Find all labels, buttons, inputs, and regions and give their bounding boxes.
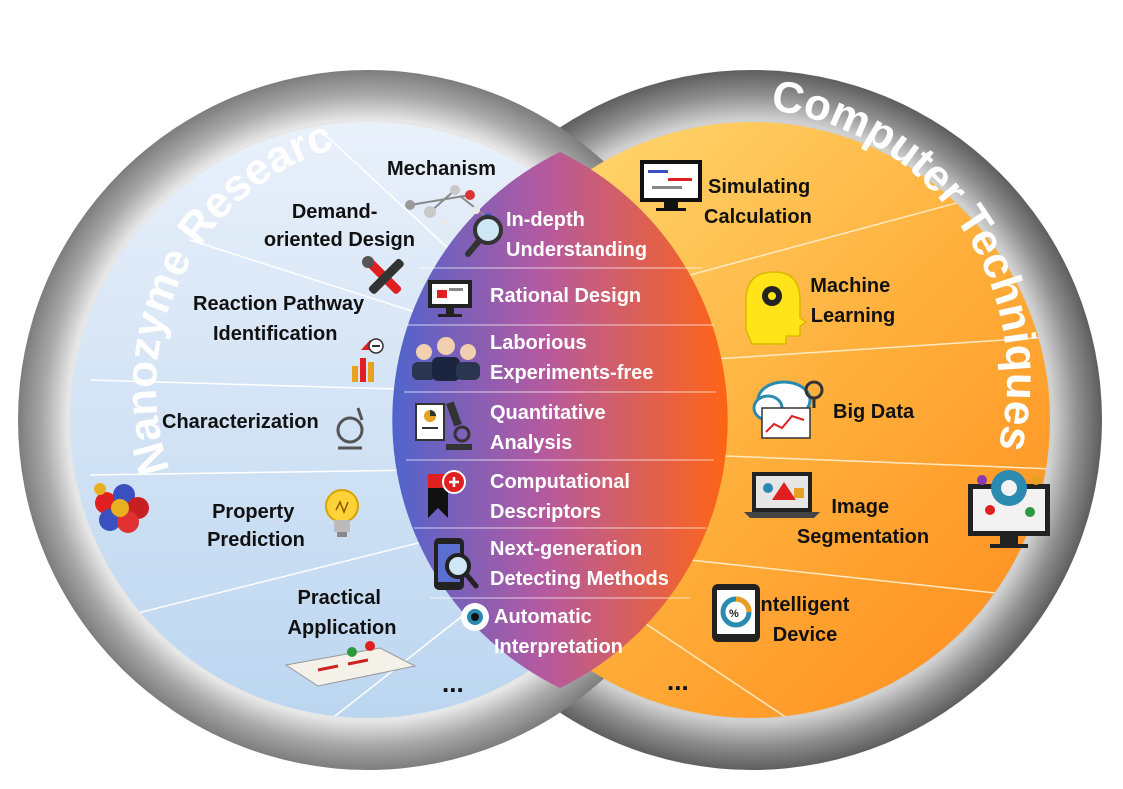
lightbulb-icon: [325, 489, 359, 537]
overlap-item-computational-descriptors: Computational Descriptors: [490, 471, 636, 523]
overlap-item-rational-design: Rational Design: [490, 285, 641, 307]
bookmark-plus-icon: [428, 470, 466, 518]
svg-text:%: %: [729, 608, 739, 620]
microscope-stage-icon: [336, 407, 364, 450]
head-gear-icon: [745, 271, 808, 345]
laptop-shapes-icon: [744, 472, 820, 518]
left-more-ellipsis: ...: [442, 668, 464, 698]
molecule-icon: [405, 185, 493, 226]
phone-magnifier-icon: [434, 538, 479, 590]
eye-icon: [461, 603, 489, 631]
cloud-data-icon: [752, 380, 824, 439]
monitor-icon: [428, 280, 472, 317]
overlap-dividers: [404, 267, 716, 599]
tools-icon: [362, 256, 404, 294]
test-strip-icon: [284, 641, 417, 687]
overlap-item-automatic-interpretation: Automatic Interpretation: [494, 606, 623, 658]
people-icon: [412, 337, 480, 381]
left-item-characterization: Characterization: [162, 411, 319, 433]
magnifier-icon: [465, 215, 503, 257]
monitor-gear-icon: [968, 470, 1050, 548]
left-item-mechanism: Mechanism: [387, 158, 496, 180]
left-item-reaction-pathway: Reaction Pathway Identification: [193, 293, 370, 345]
right-item-simulating-calculation: Simulating Calculation: [704, 176, 816, 228]
overlap-item-quantitative-analysis: Quantitative Analysis: [490, 402, 611, 454]
left-dividers: [89, 129, 471, 718]
right-more-ellipsis: ...: [667, 666, 689, 696]
left-item-practical-application: Practical Application: [288, 587, 397, 639]
overlap-item-in-depth-understanding: In-depth Understanding: [506, 209, 647, 261]
right-item-machine-learning: Machine Learning: [810, 275, 896, 327]
right-item-intelligent-device: Intelligent Device: [755, 594, 855, 646]
chart-arrow-icon: [352, 338, 384, 382]
overlap-item-next-generation-detecting: Next-generation Detecting Methods: [490, 538, 669, 590]
monitor-chart-icon: [640, 160, 702, 211]
right-dividers: [639, 174, 1050, 718]
left-item-property-prediction: Property Prediction: [207, 501, 305, 551]
tablet-percent-icon: %: [712, 584, 760, 642]
overlap-item-laborious-experiments-free: Laborious Experiments-free: [490, 332, 653, 384]
left-item-demand-oriented-design: Demand- oriented Design: [264, 201, 415, 251]
right-item-image-segmentation: Image Segmentation: [797, 496, 929, 548]
nanoparticle-cluster-icon: [94, 483, 149, 533]
right-item-big-data: Big Data: [833, 401, 915, 423]
overlap-lens: [392, 152, 728, 688]
report-microscope-icon: [415, 401, 472, 450]
